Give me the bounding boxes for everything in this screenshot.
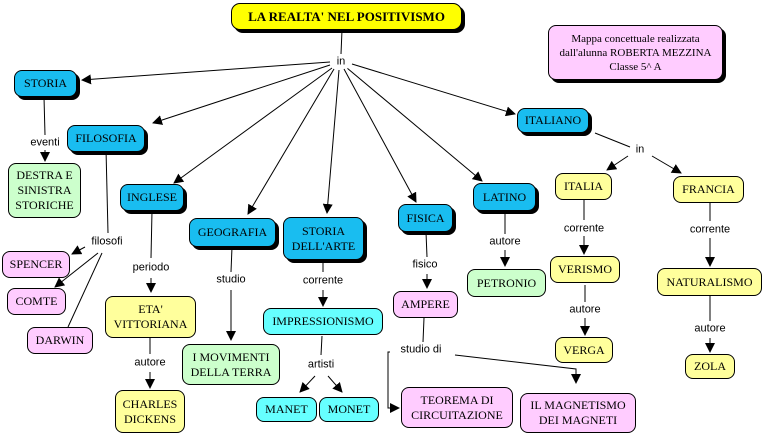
line-filosofi-spencer <box>71 245 86 255</box>
line-in-italia <box>606 155 629 171</box>
line-inglese-periodo <box>150 210 153 259</box>
link-label-autore-latino: autore <box>487 235 523 249</box>
line-filosofia-filosofi <box>105 148 109 234</box>
link-label-corrente-francia: corrente <box>687 223 733 237</box>
line-in-fisica <box>343 68 417 203</box>
node-darwin[interactable]: DARWIN <box>27 327 93 354</box>
link-label-filosofi: filosofi <box>89 235 125 249</box>
link-label-studio: studio <box>214 273 248 287</box>
link-label-artisti: artisti <box>305 358 337 372</box>
node-verga[interactable]: VERGA <box>555 337 613 363</box>
node-monet[interactable]: MONET <box>319 397 379 422</box>
link-label-autore-dickens: autore <box>132 356 168 370</box>
node-destra-sinistra[interactable]: DESTRA E SINISTRA STORICHE <box>8 163 81 218</box>
line-filosofi-comte <box>54 252 99 288</box>
line-studio-teorema <box>387 351 400 413</box>
node-magnetismo[interactable]: IL MAGNETISMO DEI MAGNETI <box>520 393 636 433</box>
link-label-corrente-arte: corrente <box>300 274 346 288</box>
line-fisica-fisico <box>425 231 428 258</box>
node-eta-vittoriana[interactable]: ETA' VITTORIANA <box>105 296 196 338</box>
line-in-francia <box>651 155 682 174</box>
line-studio-magnetismo <box>454 354 581 384</box>
node-spencer[interactable]: SPENCER <box>2 251 70 278</box>
node-italiano[interactable]: ITALIANO <box>517 108 589 133</box>
node-storia-arte[interactable]: STORIA DELL'ARTE <box>283 217 364 260</box>
line-geografia-studio <box>230 246 233 273</box>
line-italiano-in <box>594 132 631 148</box>
node-fisica[interactable]: FISICA <box>398 204 453 232</box>
node-naturalismo[interactable]: NATURALISMO <box>657 268 762 296</box>
node-ampere[interactable]: AMPERE <box>393 291 458 318</box>
line-in-storia <box>81 61 331 85</box>
line-ampere-studio <box>422 317 425 343</box>
credit-line-2: dall'alunna ROBERTA MEZZINA <box>559 46 712 59</box>
node-verismo[interactable]: VERISMO <box>550 256 620 283</box>
node-zola[interactable]: ZOLA <box>685 354 735 379</box>
node-petronio[interactable]: PETRONIO <box>467 269 546 297</box>
credit-line-1: Mappa concettuale realizzata <box>571 32 700 45</box>
node-italia[interactable]: ITALIA <box>555 173 612 200</box>
node-latino[interactable]: LATINO <box>473 183 536 211</box>
node-movimenti-terra[interactable]: I MOVIMENTI DELLA TERRA <box>182 344 280 385</box>
link-label-eventi: eventi <box>28 136 62 150</box>
node-storia[interactable]: STORIA <box>14 70 77 97</box>
node-impressionismo[interactable]: IMPRESSIONISMO <box>263 308 383 335</box>
node-filosofia[interactable]: FILOSOFIA <box>67 125 145 152</box>
link-label-in: in <box>334 55 348 69</box>
line-impressionismo-artisti <box>320 335 323 356</box>
line-in-geografia <box>247 68 335 215</box>
line-in-storia-arte <box>322 69 340 214</box>
line-artisti-manet <box>299 375 316 393</box>
line-in-filosofia <box>152 64 331 125</box>
link-label-autore-verga: autore <box>567 303 603 317</box>
node-geografia[interactable]: GEOGRAFIA <box>189 218 276 247</box>
link-label-periodo: periodo <box>130 261 172 275</box>
node-charles-dickens[interactable]: CHARLES DICKENS <box>115 390 185 433</box>
line-filosofi-darwin <box>67 252 103 328</box>
map-title[interactable]: LA REALTA' NEL POSITIVISMO <box>231 3 462 30</box>
link-label-autore-zola: autore <box>692 322 728 336</box>
line-storia-eventi <box>43 96 46 136</box>
line-artisti-monet <box>327 375 343 393</box>
line-in-latino <box>346 67 483 182</box>
credit-line-3: Classe 5^ A <box>609 60 662 73</box>
node-comte[interactable]: COMTE <box>7 288 66 315</box>
link-label-corrente-italia: corrente <box>561 222 607 236</box>
credit-box: Mappa concettuale realizzata dall'alunna… <box>548 25 723 80</box>
node-francia[interactable]: FRANCIA <box>673 176 744 203</box>
node-teorema[interactable]: TEOREMA DI CIRCUITAZIONE <box>401 387 513 428</box>
link-label-fisico: fisico <box>410 258 440 272</box>
node-manet[interactable]: MANET <box>256 397 317 422</box>
link-label-studio-di: studio di <box>398 343 444 357</box>
link-label-in-italiano: in <box>633 143 647 157</box>
line-title-in <box>340 29 343 55</box>
line-in-inglese <box>173 67 333 184</box>
line-in-italiano <box>351 63 516 117</box>
node-inglese[interactable]: INGLESE <box>120 184 184 211</box>
